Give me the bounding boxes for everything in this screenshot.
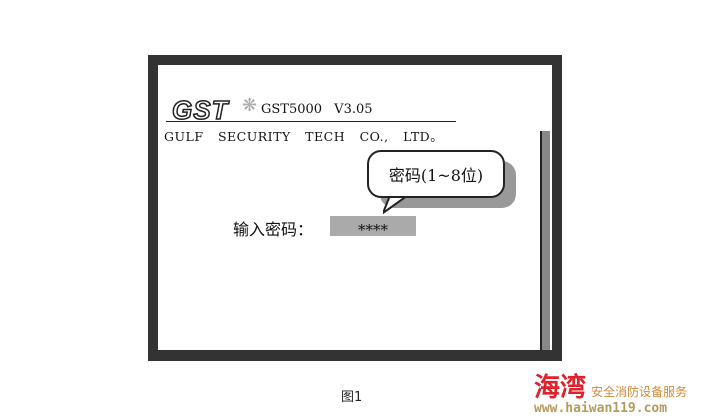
figure-caption: 图1	[341, 390, 363, 405]
lcd-screen: GST ❋ GST5000 V3.05 GULF SECURITY TECH C…	[158, 65, 552, 350]
password-input[interactable]: ****	[330, 216, 416, 236]
watermark: 海湾 安全消防设备服务 www.haiwan119.com	[534, 367, 687, 416]
watermark-slogan: 安全消防设备服务	[591, 385, 688, 399]
logo-emblem-icon: ❋	[242, 95, 258, 116]
password-tooltip: 密码(1~8位)	[367, 150, 505, 198]
device-screen-frame: GST ❋ GST5000 V3.05 GULF SECURITY TECH C…	[148, 55, 562, 361]
gst-logo: GST	[171, 94, 229, 126]
scrollbar[interactable]	[540, 131, 550, 350]
password-label: 输入密码：	[233, 220, 314, 239]
header-divider	[166, 121, 456, 122]
watermark-url: www.haiwan119.com	[534, 401, 668, 416]
model-version: GST5000 V3.05	[261, 102, 373, 117]
company-name: GULF SECURITY TECH CO., LTD。	[164, 129, 444, 144]
tooltip-text: 密码(1~8位)	[388, 166, 484, 185]
watermark-brand: 海湾	[534, 373, 587, 403]
